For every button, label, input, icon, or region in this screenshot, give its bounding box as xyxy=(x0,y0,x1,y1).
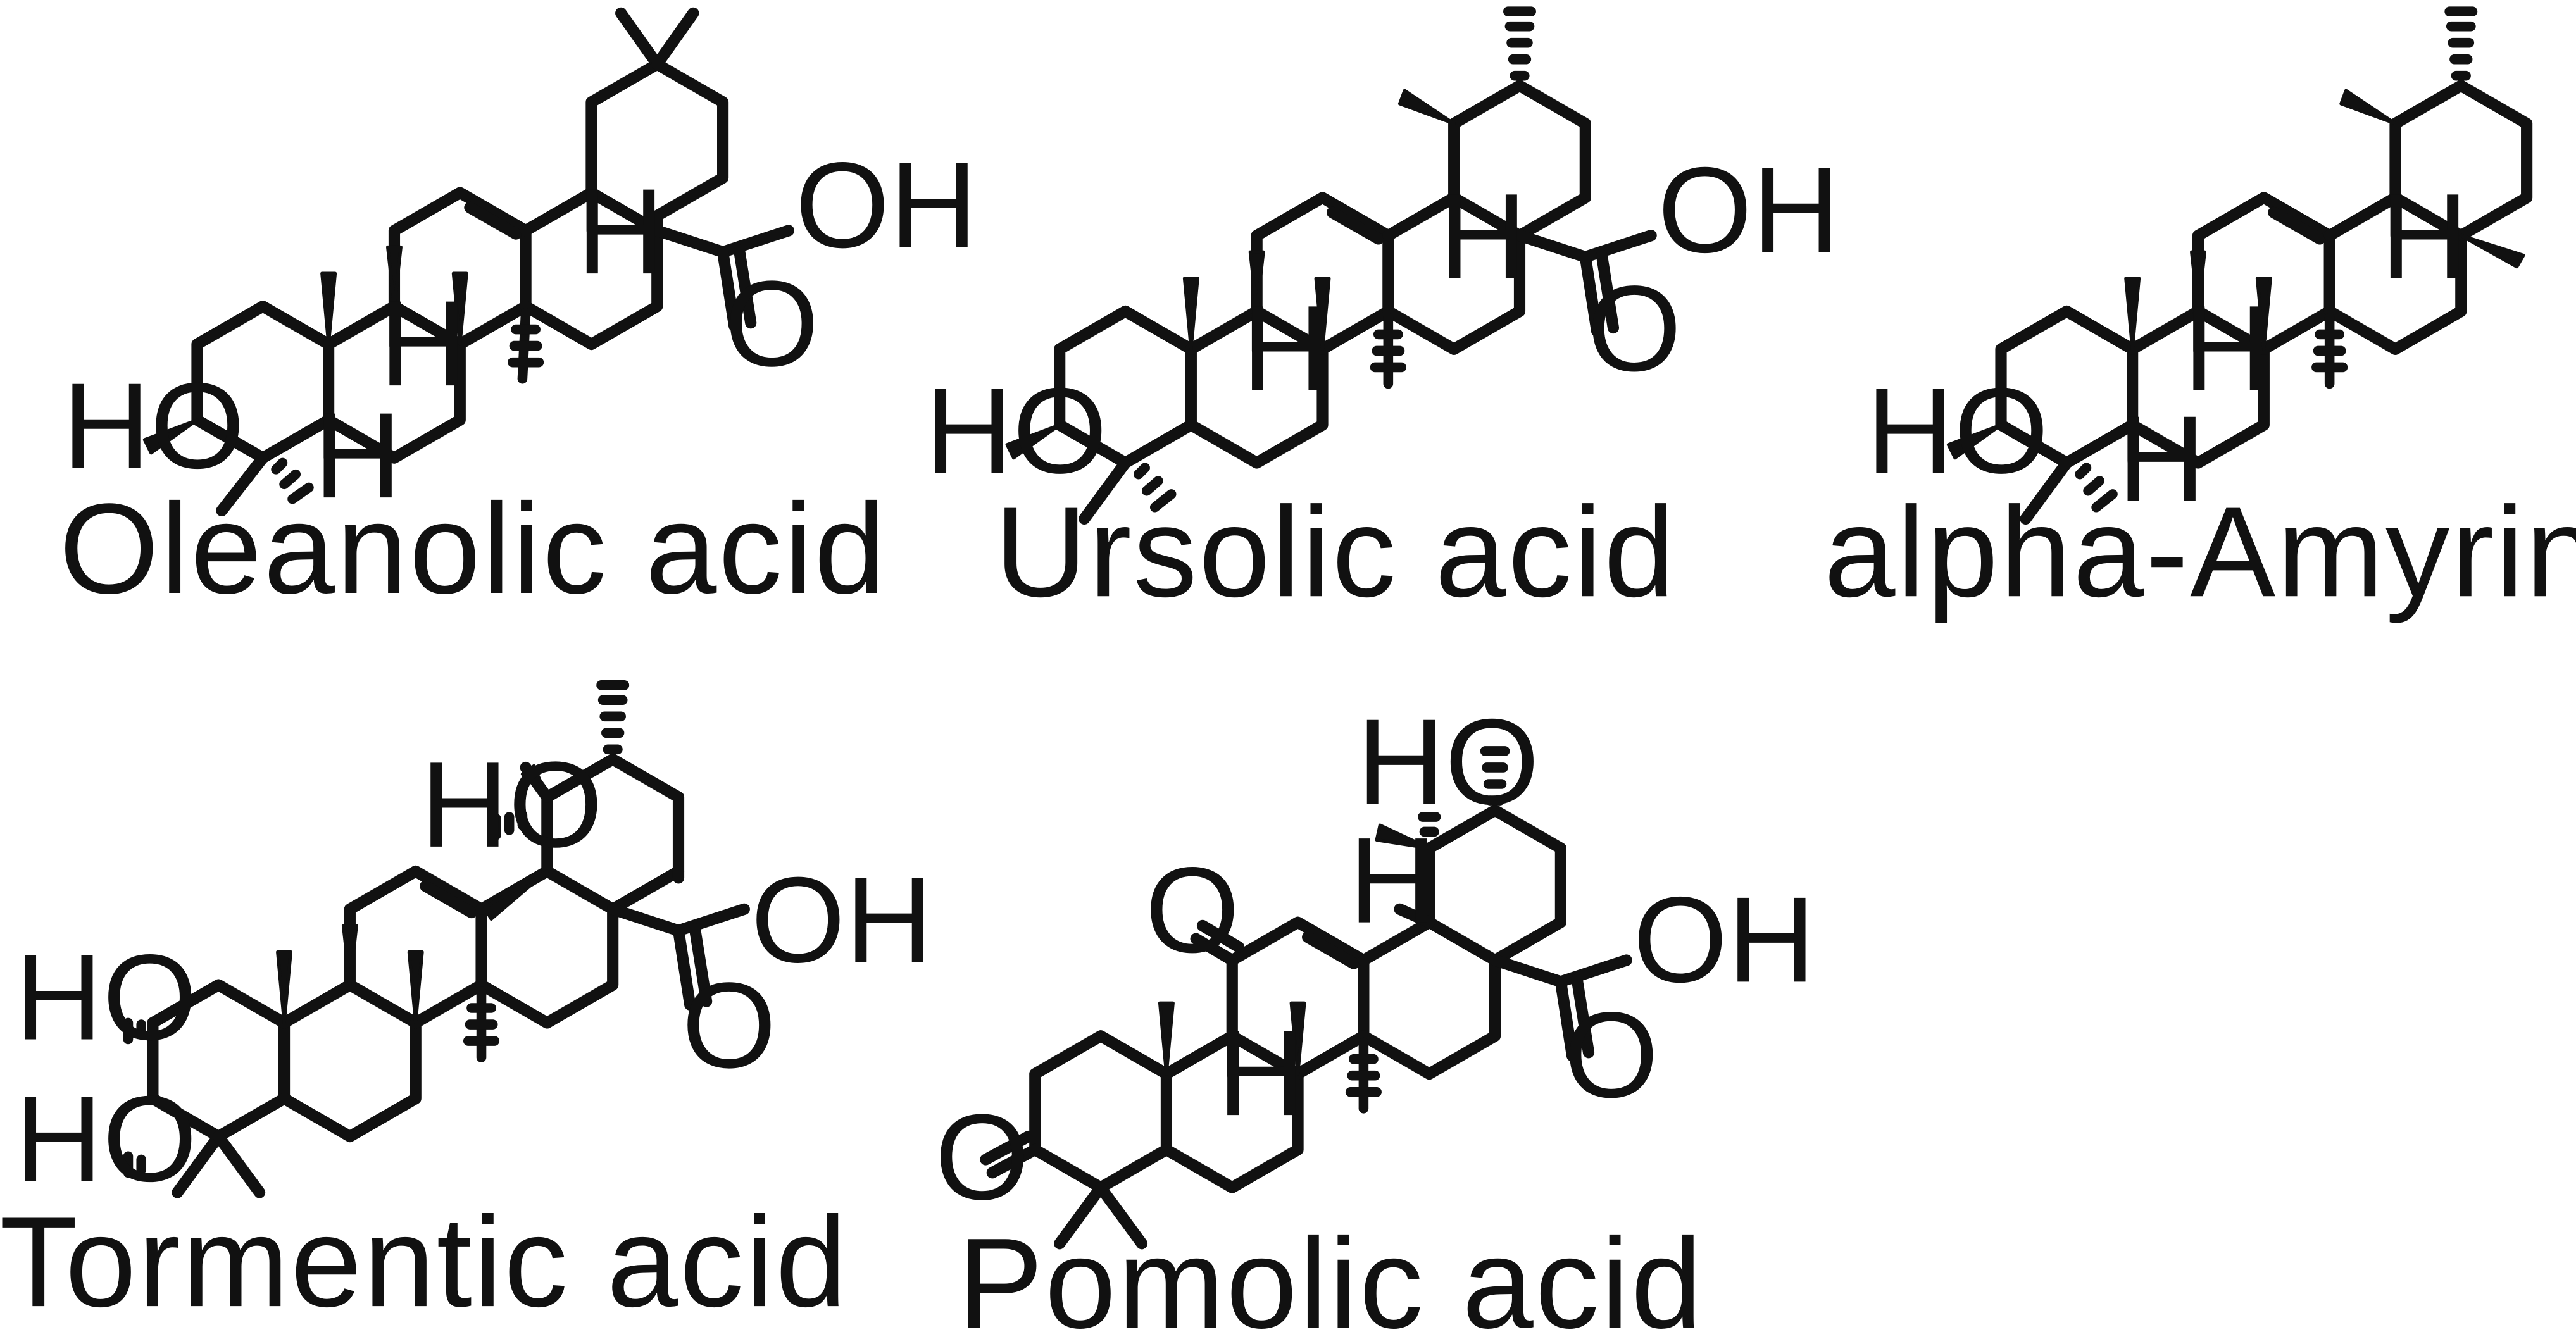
label-o: O xyxy=(1564,986,1658,1123)
caption-alpha-amyrin: alpha-Amyrin xyxy=(1824,480,2576,623)
label-h: H xyxy=(2118,390,2206,526)
label-h: H xyxy=(1242,280,1330,416)
amyrin-atom-labels: HO H H H xyxy=(1866,168,2468,527)
ursolic-skeleton xyxy=(1005,6,1657,525)
compound-oleanolic-acid: HO H H H OH O Oleanolic acid xyxy=(59,7,978,620)
tormentic-atom-labels: HO HO HO OH O xyxy=(15,737,933,1207)
label-h: H xyxy=(2184,280,2272,416)
compound-ursolic-acid: HO H H OH O Ursolic acid xyxy=(925,6,1840,623)
label-h: H xyxy=(577,163,665,299)
label-o: O xyxy=(725,256,819,392)
label-ho: HO xyxy=(63,358,245,494)
caption-oleanolic-acid: Oleanolic acid xyxy=(59,476,887,620)
label-oh: OH xyxy=(751,852,933,988)
label-ho: HO xyxy=(420,737,603,873)
label-o: O xyxy=(1587,260,1681,396)
label-oh: OH xyxy=(1658,142,1840,278)
compound-tormentic-acid: HO HO HO OH O Tormentic acid xyxy=(0,680,933,1333)
label-ho: HO xyxy=(1357,694,1539,830)
label-h: H xyxy=(1217,1005,1305,1141)
label-o: O xyxy=(935,1089,1029,1225)
oleanolic-skeleton xyxy=(142,7,795,517)
compound-pomolic-acid: O O HO H H OH O Pomolic acid xyxy=(935,694,1815,1344)
label-h: H xyxy=(1349,812,1437,948)
label-oh: OH xyxy=(1633,871,1815,1007)
label-ho: HO xyxy=(15,929,197,1065)
compound-alpha-amyrin: HO H H H alpha-Amyrin xyxy=(1824,6,2576,623)
label-h: H xyxy=(314,387,402,523)
label-o: O xyxy=(682,957,776,1093)
pomolic-skeleton xyxy=(980,746,1632,1250)
label-oh: OH xyxy=(795,137,977,273)
label-ho: HO xyxy=(925,363,1107,499)
label-h: H xyxy=(1439,168,1527,304)
label-ho: HO xyxy=(15,1071,197,1207)
caption-ursolic-acid: Ursolic acid xyxy=(995,480,1677,623)
label-h: H xyxy=(2380,168,2468,304)
oleanolic-atom-labels: HO H H H OH O xyxy=(63,137,978,523)
label-ho: HO xyxy=(1866,363,2049,499)
ursolic-atom-labels: HO H H OH O xyxy=(925,142,1840,499)
tormentic-skeleton xyxy=(123,680,750,1198)
label-o: O xyxy=(1145,842,1239,978)
pomolic-atom-labels: O O HO H H OH O xyxy=(935,694,1815,1225)
amyrin-skeleton xyxy=(1946,6,2533,525)
caption-pomolic-acid: Pomolic acid xyxy=(958,1211,1704,1344)
label-h: H xyxy=(380,275,468,411)
caption-tormentic-acid: Tormentic acid xyxy=(0,1190,848,1333)
